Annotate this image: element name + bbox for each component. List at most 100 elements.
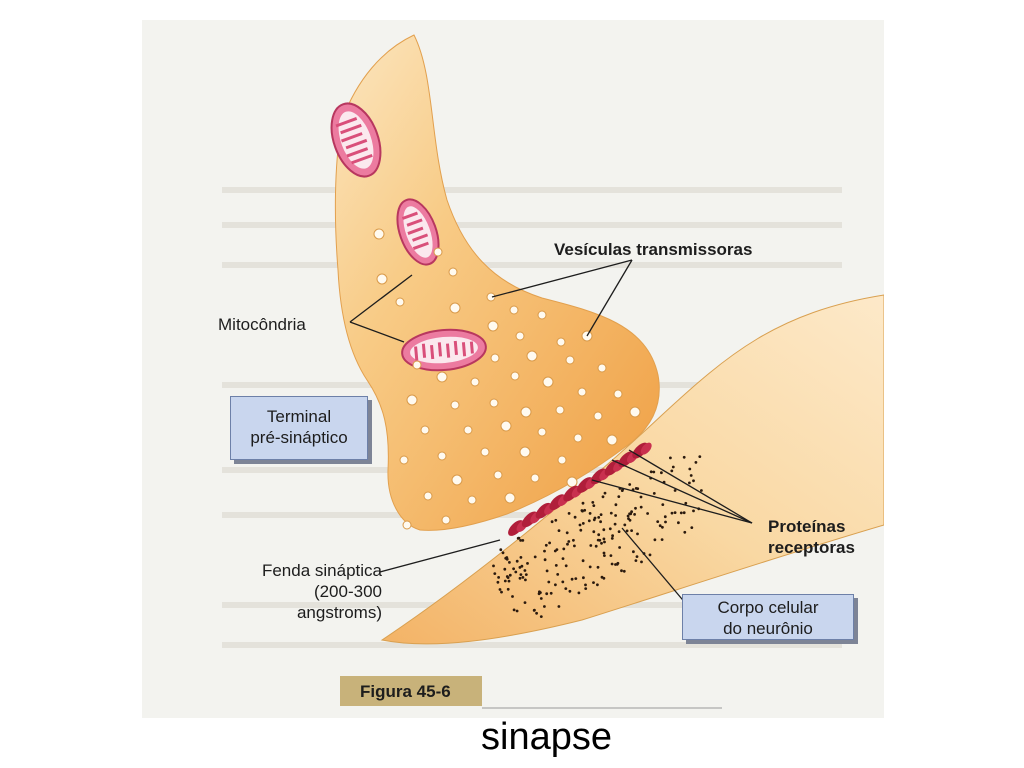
neurotransmitter-dot (617, 530, 621, 533)
vesicle (629, 406, 641, 418)
vesicle (448, 267, 458, 277)
neurotransmitter-dot (501, 551, 505, 555)
vesicle (597, 363, 607, 373)
neurotransmitter-dot (609, 511, 613, 515)
neurotransmitter-dot (547, 580, 551, 584)
neurotransmitter-dot (557, 605, 561, 608)
neurotransmitter-dot (636, 487, 640, 490)
neurotransmitter-dot (518, 566, 522, 569)
neurotransmitter-dot (597, 533, 601, 537)
neurotransmitter-dot (557, 529, 561, 532)
mitochondrion-1 (330, 102, 382, 178)
neurotransmitter-dot (566, 542, 569, 546)
neurotransmitter-dot (620, 569, 623, 573)
neurotransmitter-dot (652, 492, 656, 495)
neurotransmitter-dot (508, 573, 512, 577)
vesicle (500, 420, 512, 432)
presynaptic-terminal (334, 34, 660, 531)
neurotransmitter-dot (664, 520, 667, 524)
neurotransmitter-dot (683, 530, 687, 534)
neurotransmitter-dot (689, 474, 693, 477)
neurotransmitter-dot (670, 511, 674, 515)
neurotransmitter-dot (600, 541, 603, 545)
neurotransmitter-dot (694, 461, 698, 464)
vesicle (556, 337, 566, 347)
neurotransmitter-dot (634, 506, 637, 510)
label-receptor-proteins: Proteínas receptoras (768, 516, 855, 558)
neurotransmitter-dot (620, 489, 624, 492)
neurotransmitter-dot (588, 512, 592, 515)
neurotransmitter-dot (603, 540, 606, 544)
neurotransmitter-dot (504, 556, 508, 560)
neurotransmitter-dot (517, 536, 521, 540)
neurotransmitter-dot (535, 611, 538, 615)
label-vesicles: Vesículas transmissoras (554, 240, 753, 259)
neurotransmitter-dot (671, 465, 675, 469)
neurotransmitter-dot (497, 576, 500, 579)
pointer-lines (349, 259, 753, 606)
neurotransmitter-dot (626, 514, 630, 518)
neurotransmitter-dot (577, 591, 581, 595)
neurotransmitter-dot (682, 455, 686, 459)
neurotransmitter-dot (523, 569, 527, 572)
neurotransmitter-dot (597, 516, 601, 519)
vesicle (520, 406, 532, 418)
label-cleft-line1: Fenda sináptica (261, 561, 382, 580)
neurotransmitter-dot (610, 562, 614, 566)
neurotransmitter-dot (545, 569, 549, 573)
neurotransmitter-dot (572, 538, 575, 542)
neurotransmitter-dot (561, 580, 565, 584)
vesicle (467, 495, 477, 505)
neurotransmitter-dot (564, 564, 568, 568)
vesicle (606, 434, 618, 446)
vesicle (402, 520, 412, 530)
neurotransmitter-dot (623, 523, 627, 527)
neurotransmitter-dot (653, 538, 657, 542)
neurotransmitter-dot (564, 587, 568, 590)
neurotransmitter-dot (602, 528, 606, 532)
neurotransmitter-dot (658, 524, 662, 528)
neurotransmitter-dot (601, 495, 605, 499)
neurotransmitter-dot (503, 579, 507, 583)
vesicle (530, 473, 540, 483)
vesicle (449, 302, 461, 314)
neurotransmitter-dot (591, 501, 595, 504)
vesicle (487, 320, 499, 332)
neurotransmitter-dot (579, 528, 583, 532)
neurotransmitter-dot (538, 590, 541, 594)
neurotransmitter-dot (544, 543, 548, 547)
neurotransmitter-dot (614, 514, 617, 517)
neurotransmitter-dot (661, 525, 664, 529)
neurotransmitter-dot (608, 527, 612, 531)
neurotransmitter-dot (610, 537, 614, 540)
neurotransmitter-dot (588, 565, 592, 569)
label-mitochondria: Mitocôndria (218, 315, 306, 334)
neurotransmitter-dot (512, 608, 516, 612)
neurotransmitter-dot (565, 531, 569, 535)
label-presynaptic-line2: pré-sináptico (250, 428, 348, 447)
vesicle (489, 398, 499, 408)
neurotransmitter-dot (616, 561, 620, 565)
neurotransmitter-dot (549, 591, 553, 595)
neurotransmitter-dot (609, 554, 613, 557)
neurotransmitter-dot (630, 529, 633, 532)
neurotransmitter-dot (555, 548, 559, 551)
neurotransmitter-dot (583, 508, 587, 512)
vesicle (412, 360, 422, 370)
vesicle (593, 411, 603, 421)
neurotransmitter-dot (599, 520, 602, 524)
neurotransmitter-dot (515, 609, 519, 613)
neurotransmitter-dot (692, 479, 695, 483)
neurotransmitter-dot (628, 518, 632, 522)
neurotransmitter-dot (614, 563, 617, 566)
neurotransmitter-dot (492, 564, 495, 568)
neurotransmitter-dot (554, 564, 558, 567)
neurotransmitter-dot (677, 521, 680, 525)
neurotransmitter-dot (639, 505, 643, 509)
neurotransmitter-dot (633, 513, 636, 516)
neurotransmitter-dot (632, 550, 635, 554)
label-box-presynaptic-terminal: Terminal pré-sináptico (230, 396, 368, 460)
neurotransmitter-dot (573, 515, 577, 519)
neurotransmitter-dot (496, 580, 500, 584)
neurotransmitter-dot (640, 560, 643, 564)
